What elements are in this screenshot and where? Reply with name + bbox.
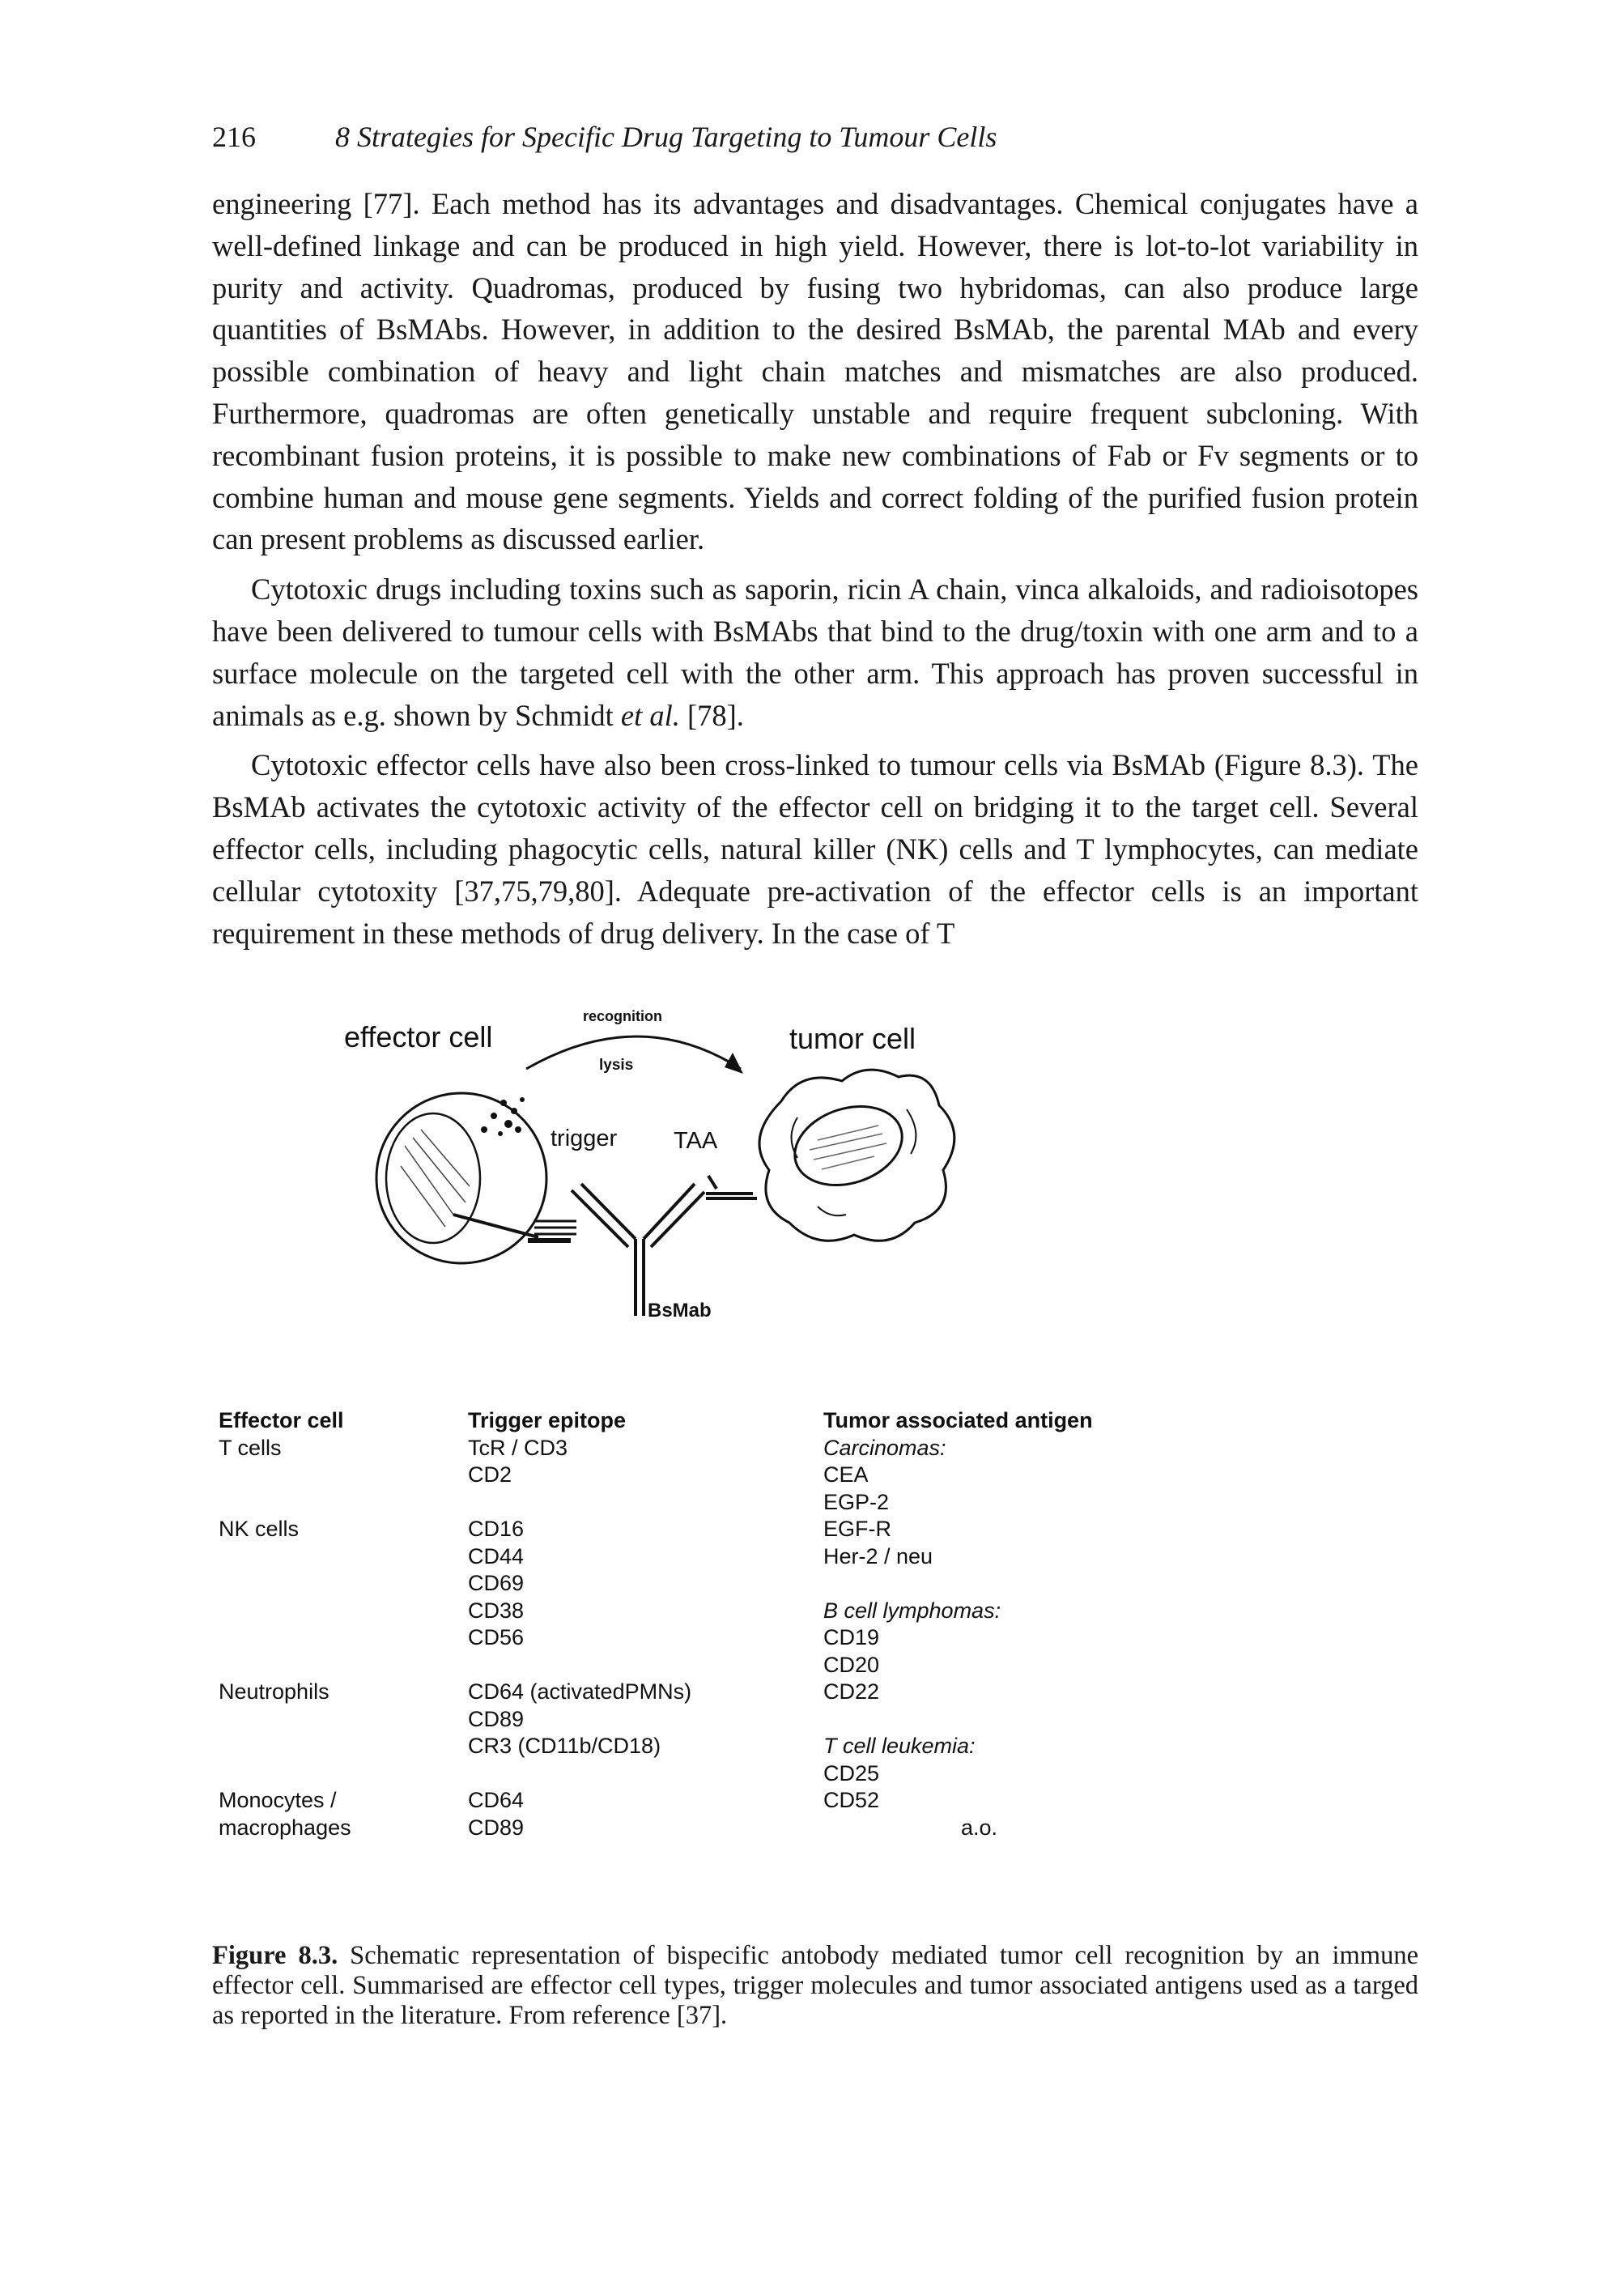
tumor-nucleus-stipple <box>809 1125 887 1170</box>
effector-nucleus-hatch <box>400 1129 470 1228</box>
antigen-group-t-cell: T cell leukemia: <box>823 1734 976 1758</box>
label-bsmab: BsMab <box>648 1300 712 1321</box>
trigger-item: CD64 (activatedPMNs) <box>468 1679 692 1704</box>
figure-caption: Figure 8.3. Schematic representation of … <box>212 1941 1418 2031</box>
caption-label: Figure 8.3. <box>212 1941 338 1970</box>
page-number: 216 <box>212 121 256 153</box>
table-column-antigen: Tumor associated antigen Carcinomas: CEA… <box>823 1407 1093 1841</box>
trigger-item: CD44 <box>468 1543 525 1568</box>
trigger-item: CD56 <box>468 1625 525 1649</box>
recognition-lysis-arrow <box>525 1035 742 1070</box>
effector-macrophages: macrophages <box>219 1815 351 1840</box>
trigger-item: CD89 <box>468 1815 525 1840</box>
trigger-item: TcR / CD3 <box>468 1435 568 1460</box>
antigen-item: EGP-2 <box>823 1489 890 1514</box>
antigen-item: EGF-R <box>823 1517 891 1541</box>
effector-monocytes: Monocytes / <box>219 1788 337 1812</box>
paragraph-3: Cytotoxic effector cells have also been … <box>212 748 1418 950</box>
schematic-diagram <box>375 1035 956 1316</box>
label-effector-cell: effector cell <box>344 1020 493 1053</box>
trigger-item: CD69 <box>468 1571 525 1595</box>
header-effector-cell: Effector cell <box>219 1408 344 1432</box>
antigen-item: CEA <box>823 1462 869 1487</box>
tumor-cell-outline <box>758 1068 956 1242</box>
trigger-item: CD38 <box>468 1598 525 1623</box>
running-head: 216 8 Strategies for Specific Drug Target… <box>212 120 1426 154</box>
label-lysis: lysis <box>599 1057 634 1074</box>
header-trigger-epitope: Trigger epitope <box>468 1408 627 1432</box>
paragraph-2: Cytotoxic drugs including toxins such as… <box>212 568 1418 736</box>
running-title: 8 Strategies for Specific Drug Targeting… <box>335 121 997 153</box>
trigger-item: CD16 <box>468 1517 525 1541</box>
caption-text: Schematic representation of bispecific a… <box>212 1941 1418 2030</box>
antigen-item: CD19 <box>823 1625 880 1649</box>
effector-t-cells: T cells <box>219 1435 282 1460</box>
label-recognition: recognition <box>583 1008 662 1024</box>
et-al: et al. <box>620 698 680 732</box>
antigen-item: CD20 <box>823 1652 880 1677</box>
label-trigger: trigger <box>551 1126 618 1151</box>
antigen-item: Her-2 / neu <box>823 1543 933 1568</box>
label-tumor-cell: tumor cell <box>789 1022 916 1055</box>
trigger-item: CD2 <box>468 1462 512 1487</box>
antigen-item: CD25 <box>823 1760 880 1785</box>
tumor-nucleus <box>793 1104 903 1187</box>
paragraph-2-end: [78]. <box>679 698 744 732</box>
effector-nucleus <box>385 1112 482 1245</box>
effector-cell-circle <box>375 1092 548 1265</box>
paragraph-1: engineering [77]. Each method has its ad… <box>212 187 1418 556</box>
table-column-effector: Effector cell T cells NK cells Neutrophi… <box>219 1407 351 1841</box>
antigen-item: CD22 <box>823 1679 880 1704</box>
label-taa: TAA <box>674 1128 718 1154</box>
figure-8-3: effector cell recognition lysis tumor ce… <box>0 972 1624 1749</box>
trigger-item: CR3 (CD11b/CD18) <box>468 1734 661 1758</box>
antigen-group-carcinomas: Carcinomas: <box>823 1435 946 1460</box>
table-column-trigger: Trigger epitope TcR / CD3 CD2 CD16 CD44 … <box>468 1407 691 1841</box>
body-text: engineering [77]. Each method has its ad… <box>212 183 1418 962</box>
taa-antigen <box>706 1174 757 1200</box>
trigger-item: CD64 <box>468 1788 525 1812</box>
bsmab-antibody <box>570 1182 706 1316</box>
antigen-group-b-cell: B cell lymphomas: <box>823 1598 1001 1623</box>
paragraph-2-text: Cytotoxic drugs including toxins such as… <box>212 572 1418 732</box>
trigger-item: CD89 <box>468 1706 525 1731</box>
antigen-item: CD52 <box>823 1788 880 1812</box>
header-tumor-antigen: Tumor associated antigen <box>823 1408 1093 1432</box>
effector-nk-cells: NK cells <box>219 1517 300 1541</box>
cytotoxic-granules <box>481 1097 525 1136</box>
trigger-receptor <box>534 1219 576 1236</box>
antigen-ao: a.o. <box>961 1815 998 1840</box>
effector-neutrophils: Neutrophils <box>219 1679 329 1704</box>
